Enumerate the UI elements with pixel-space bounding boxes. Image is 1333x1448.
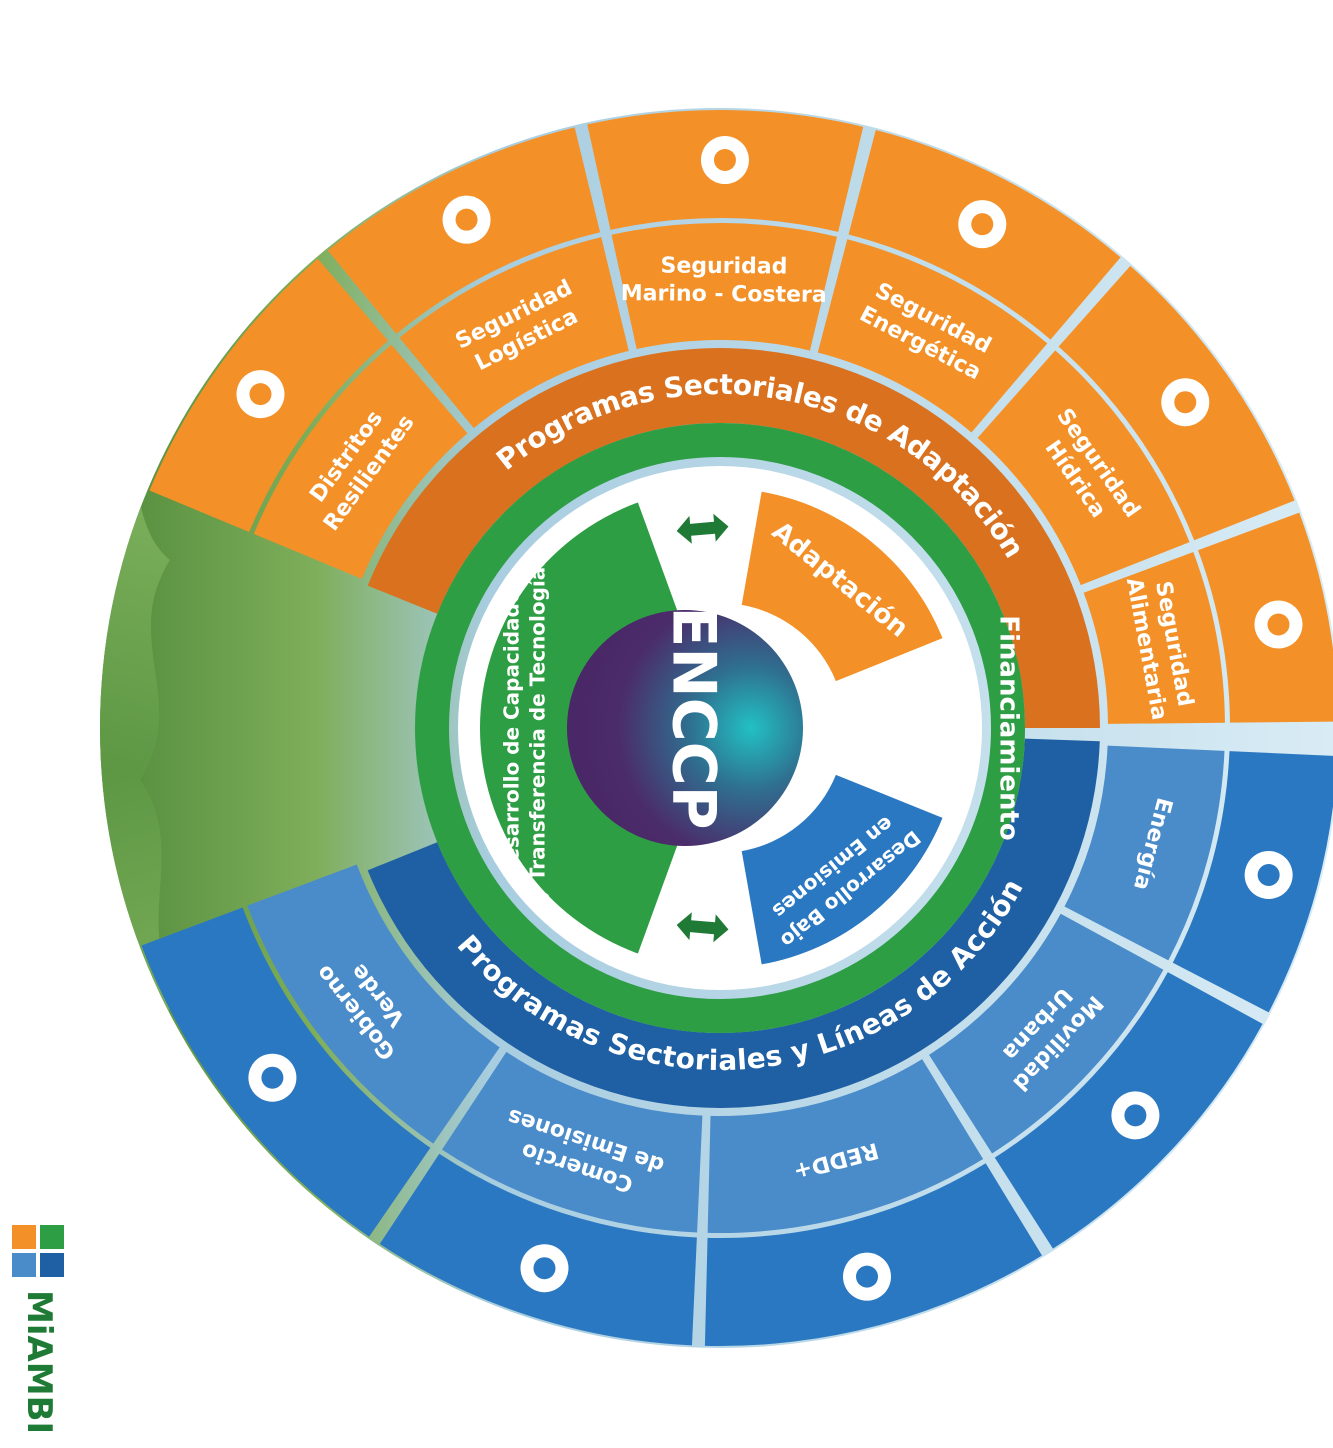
adaptation-sector-inner — [1083, 551, 1225, 724]
lightning-icon — [958, 200, 1007, 249]
capacity-pillar-label: y Transferencia de Tecnologías — [526, 555, 550, 901]
car-icon — [1111, 1091, 1160, 1140]
logo-text: MiAMBI — [19, 1290, 59, 1434]
adaptation-sector-label: Seguridad — [660, 253, 787, 279]
truck-icon — [442, 195, 491, 244]
adaptation-sectors-ring: DistritosResilientesSeguridadLogísticaSe… — [149, 110, 1333, 724]
financing-label: Financiamiento — [994, 615, 1024, 841]
mitigation-sector-inner — [929, 913, 1164, 1154]
mitigation-program-band — [367, 738, 1100, 1109]
water-tap-icon — [1161, 378, 1210, 427]
forest-icon — [843, 1252, 892, 1301]
wind-turbine-icon — [1244, 851, 1293, 900]
double-arrow-icon — [676, 912, 729, 943]
tree-icon — [236, 370, 285, 419]
miambiente-logo: MiAMBI — [12, 1225, 64, 1434]
enccp-core — [567, 610, 803, 846]
adaptation-sector-inner — [817, 239, 1048, 433]
double-arrow-icon — [676, 513, 729, 544]
mitigation-sector-3: REDD+ — [704, 1059, 1042, 1347]
factory-icon — [520, 1244, 569, 1293]
adaptation-program-band — [367, 347, 1100, 728]
adaptation-sector-inner — [611, 223, 838, 351]
adaptation-sector-inner — [399, 237, 629, 429]
shell-icon — [700, 136, 749, 185]
financing-ring — [415, 423, 1025, 1033]
low-emissions-pillar — [741, 774, 943, 965]
globe-icon — [248, 1053, 297, 1102]
mitigation-sector-inner — [707, 1059, 984, 1233]
mitigation-sector-inner — [442, 1051, 703, 1233]
mitigation-sector-1: Energía — [1064, 745, 1333, 1013]
adaptation-sector-label: Marino - Costera — [621, 281, 827, 308]
adaptation-sector-inner — [977, 350, 1190, 586]
capacity-pillar-label: Desarrollo de Capacidades — [500, 578, 524, 879]
core-title: ENCCP — [658, 606, 728, 829]
mitigation-sector-inner — [247, 864, 500, 1144]
plant-icon — [1254, 600, 1303, 649]
adaptation-sector-inner — [253, 344, 468, 579]
mitigation-sector-inner — [1064, 745, 1225, 961]
adaptation-pillar — [741, 491, 943, 682]
program-rings — [367, 347, 1100, 1109]
